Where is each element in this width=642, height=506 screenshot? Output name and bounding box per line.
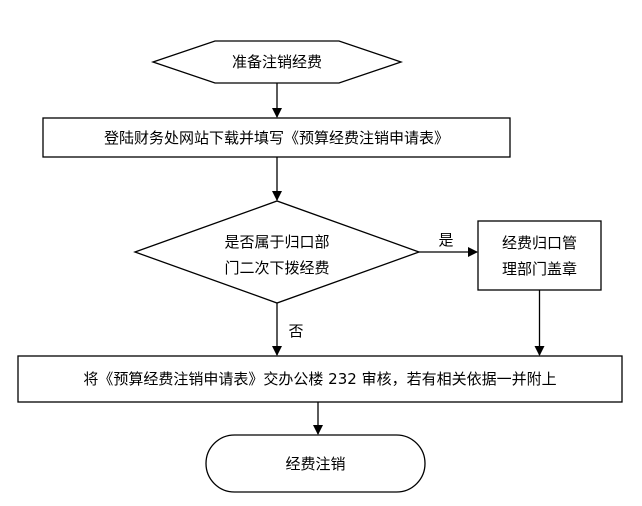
submit-label: 将《预算经费注销申请表》交办公楼 232 审核，若有相关依据一并附上 xyxy=(83,370,556,388)
decision-label-line2: 门二次下拨经费 xyxy=(224,259,329,277)
stamp-label-line2: 理部门盖章 xyxy=(502,260,577,278)
end-terminator xyxy=(205,434,426,493)
start-node: 准备注销经费 xyxy=(150,40,404,84)
start-hexagon xyxy=(150,40,404,84)
submit-box xyxy=(17,355,623,403)
download-label: 登陆财务处网站下载并填写《预算经费注销申请表》 xyxy=(104,129,449,147)
decision-diamond xyxy=(133,200,421,304)
download-node: 登陆财务处网站下载并填写《预算经费注销申请表》 xyxy=(42,117,511,158)
download-box xyxy=(42,117,511,158)
stamp-box xyxy=(477,220,602,291)
submit-node: 将《预算经费注销申请表》交办公楼 232 审核，若有相关依据一并附上 xyxy=(17,355,623,403)
decision-label-line1: 是否属于归口部 xyxy=(224,233,329,251)
start-label: 准备注销经费 xyxy=(232,53,322,71)
decision-node: 是否属于归口部 门二次下拨经费 xyxy=(133,200,421,304)
stamp-label-line1: 经费归口管 xyxy=(502,234,577,252)
stamp-node: 经费归口管 理部门盖章 xyxy=(477,220,602,291)
edge-no-label: 否 xyxy=(288,322,303,340)
edge-yes-label: 是 xyxy=(438,231,453,249)
end-label: 经费注销 xyxy=(285,455,345,473)
end-node: 经费注销 xyxy=(205,434,426,493)
